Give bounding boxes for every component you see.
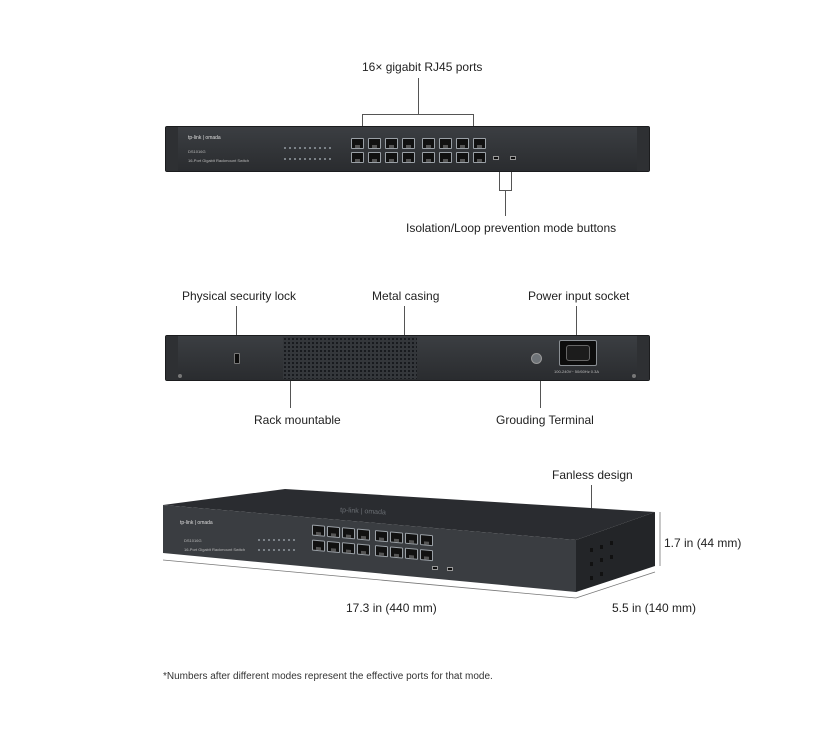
port-7 (402, 138, 415, 149)
metal-casing-label: Metal casing (372, 289, 440, 303)
ports-bracket-top (362, 114, 474, 115)
port-3 (368, 138, 381, 149)
port-16 (473, 152, 486, 163)
ports-label: 16× gigabit RJ45 ports (362, 60, 483, 74)
angled-port-block (310, 522, 438, 571)
front-description-label: 16-Port Gigabit Rackmount Switch (188, 158, 250, 163)
port-12 (439, 152, 452, 163)
side-vents (590, 541, 613, 580)
lock-icon (234, 353, 240, 364)
port-9 (422, 138, 435, 149)
angled-brand-logo: tp-link | omada (180, 520, 213, 526)
front-brand-logo: tp-link | omada (188, 135, 221, 141)
width-label: 17.3 in (440 mm) (346, 601, 437, 615)
fanless-leader (591, 485, 592, 525)
front-model-label: DS1016G (188, 149, 206, 154)
isolation-mode-button[interactable] (493, 156, 499, 160)
grounding-leader (540, 381, 541, 408)
power-leader (576, 306, 577, 336)
port-8 (402, 152, 415, 163)
port-13 (456, 138, 469, 149)
port-6 (385, 152, 398, 163)
ground-symbol-icon (531, 353, 542, 364)
angled-description-label: 16-Port Gigabit Rackmount Switch (184, 547, 246, 552)
rack-leader (290, 381, 291, 408)
iec-c14-socket-icon (559, 340, 597, 366)
angled-led-row-2 (258, 549, 298, 551)
rack-mountable-label: Rack mountable (254, 413, 341, 427)
port-15 (473, 138, 486, 149)
angled-loop-button[interactable] (447, 567, 453, 571)
footnote: *Numbers after different modes represent… (163, 671, 493, 682)
grounding-label: Grouding Terminal (496, 413, 594, 427)
angled-isolation-button[interactable] (432, 566, 438, 570)
angled-top-logo: tp-link | omada (340, 507, 386, 516)
front-led-row-1 (284, 147, 334, 149)
ports-leader-vertical (418, 78, 419, 114)
rear-panel: 100-240V~ 50/60Hz 0.3A (165, 335, 650, 381)
buttons-leader-vertical (505, 190, 506, 216)
depth-dimension-line (575, 571, 656, 599)
front-led-row-2 (284, 158, 334, 160)
angled-side-face (576, 512, 655, 592)
port-2 (351, 152, 364, 163)
power-socket-label: Power input socket (528, 289, 630, 303)
power-rating-label: 100-240V~ 50/60Hz 0.3A (554, 369, 600, 374)
buttons-bracket-right (511, 172, 512, 190)
port-11 (439, 138, 452, 149)
angled-led-row-1 (258, 539, 298, 541)
height-label: 1.7 in (44 mm) (664, 536, 742, 550)
port-4 (368, 152, 381, 163)
angled-model-label: DS1016G (184, 538, 202, 543)
depth-label: 5.5 in (140 mm) (612, 601, 697, 615)
security-lock-label: Physical security lock (182, 289, 297, 303)
vent-grille (283, 337, 417, 379)
port-5 (385, 138, 398, 149)
ports-bracket-left (362, 114, 363, 126)
front-panel: tp-link | omada DS1016G 16-Port Gigabit … (165, 126, 650, 172)
casing-leader (404, 306, 405, 335)
port-1 (351, 138, 364, 149)
port-14 (456, 152, 469, 163)
port-10 (422, 152, 435, 163)
lock-leader (236, 306, 237, 350)
buttons-bracket-left (499, 172, 500, 190)
fanless-label: Fanless design (552, 468, 633, 482)
loop-prevention-button[interactable] (510, 156, 516, 160)
ports-bracket-right (473, 114, 474, 126)
mode-buttons-label: Isolation/Loop prevention mode buttons (406, 221, 617, 235)
